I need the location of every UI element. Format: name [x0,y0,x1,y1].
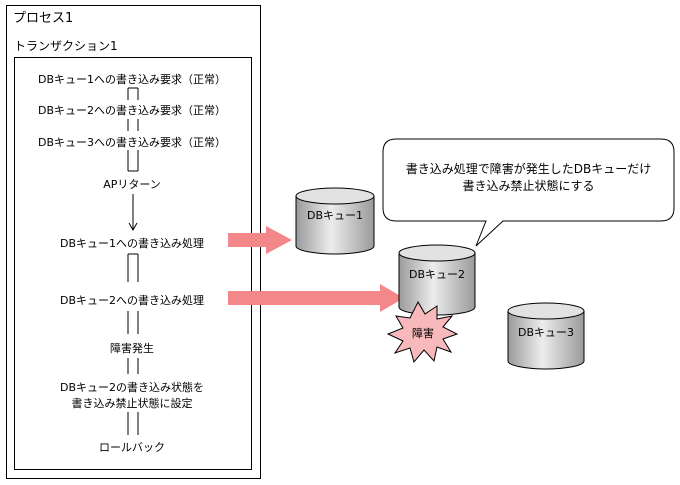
callout-bubble [382,138,675,247]
callout-line1: 書き込み処理で障害が発生したDBキューだけ [405,162,652,176]
transaction-title: トランザクション1 [14,39,118,53]
step-request-queue3: DBキュー3への書き込み要求（正常） [37,136,226,149]
db-queue-2-cylinder [398,244,476,316]
callout-line2: 書き込み禁止状態にする [462,179,595,193]
step-failure: 障害発生 [110,342,154,355]
flow-bracket-2 [127,253,139,435]
write-arrow-to-queue1 [228,226,292,254]
db-queue-3-cylinder [507,302,585,370]
db-queue-2-label: DBキュー2 [408,268,465,281]
transaction-box [14,57,252,470]
failure-burst-shape [386,300,459,364]
write-arrow-to-queue2 [228,284,404,312]
step-request-queue2: DBキュー2への書き込み要求（正常） [37,104,226,117]
db-queue-1-cylinder [295,187,375,255]
step-request-queue1: DBキュー1への書き込み要求（正常） [37,73,226,86]
process-title: プロセス1 [13,11,74,26]
flow-bracket-1 [127,87,139,172]
db-queue-1-label: DBキュー1 [306,209,363,222]
step-write-queue1: DBキュー1への書き込み処理 [59,237,204,250]
step-set-state-line2: 書き込み禁止状態に設定 [71,397,193,410]
step-write-queue2: DBキュー2への書き込み処理 [59,294,204,307]
db-queue-3-label: DBキュー3 [517,326,574,339]
step-set-state-line1: DBキュー2の書き込み状態を [59,381,204,394]
failure-burst-label: 障害 [412,327,434,340]
step-rollback: ロールバック [99,441,165,454]
flow-down-arrow [128,194,138,232]
step-ap-return: APリターン [103,178,161,191]
